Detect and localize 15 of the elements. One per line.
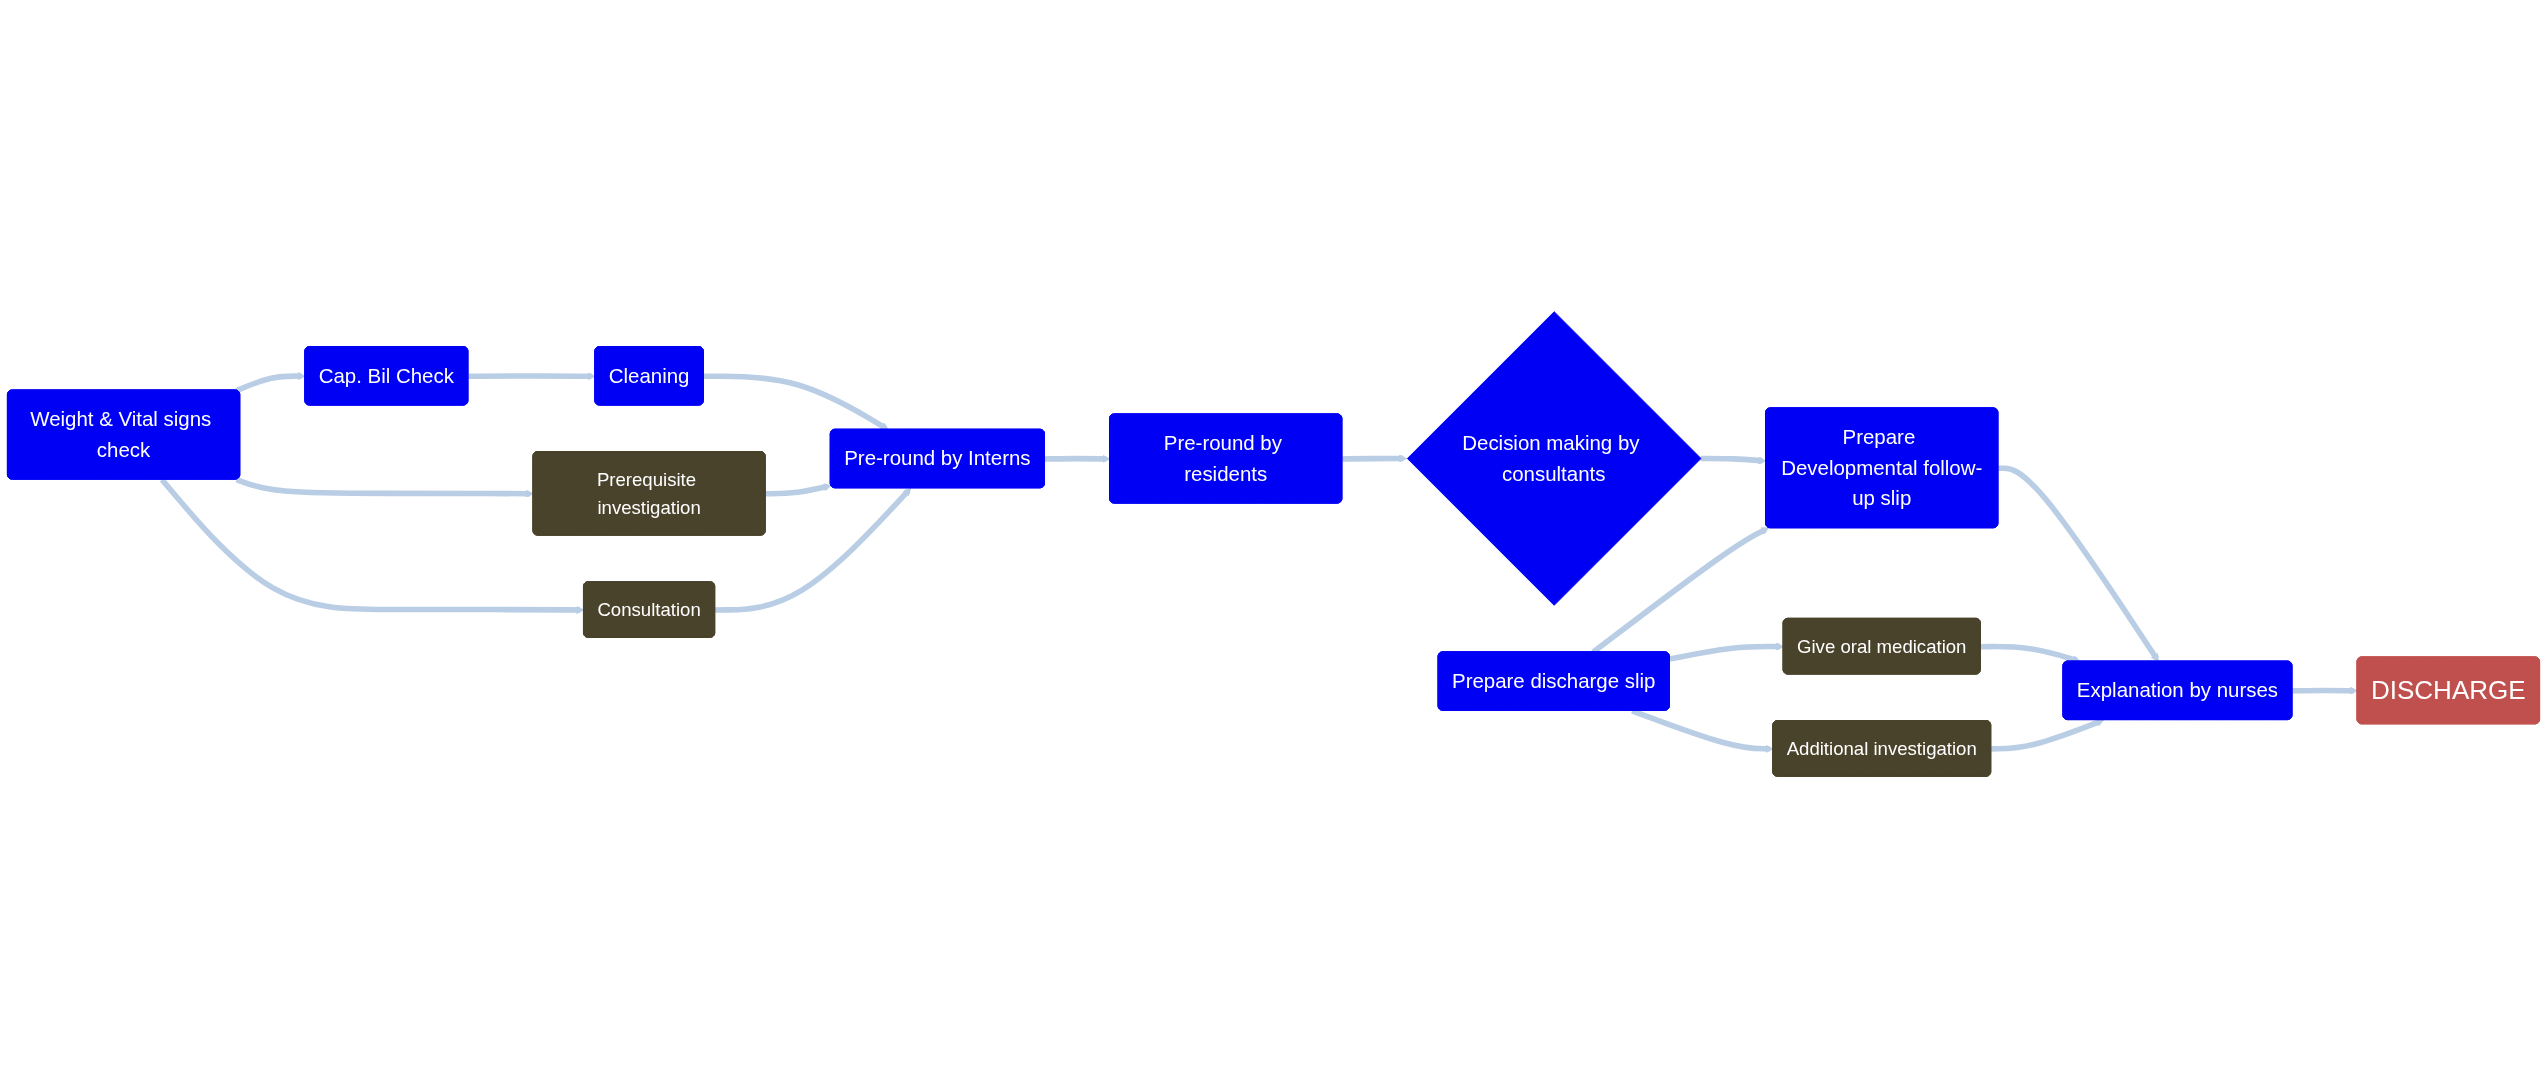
- arrow: [1044, 454, 1111, 463]
- arrow: [765, 483, 832, 497]
- arrow: [715, 487, 912, 613]
- arrow: [1700, 455, 1767, 465]
- arrow: [2292, 686, 2358, 695]
- arrow: [703, 373, 889, 431]
- arrow: [1998, 465, 2159, 662]
- arrow: [1342, 454, 1408, 463]
- node-diamond: Decision making by consultants: [1406, 311, 1702, 606]
- arrow: [1669, 642, 1784, 662]
- arrow: [235, 476, 534, 498]
- arrow: [235, 372, 306, 394]
- arrow: [159, 477, 585, 614]
- arrow: [1991, 718, 2105, 752]
- arrow: [468, 372, 596, 381]
